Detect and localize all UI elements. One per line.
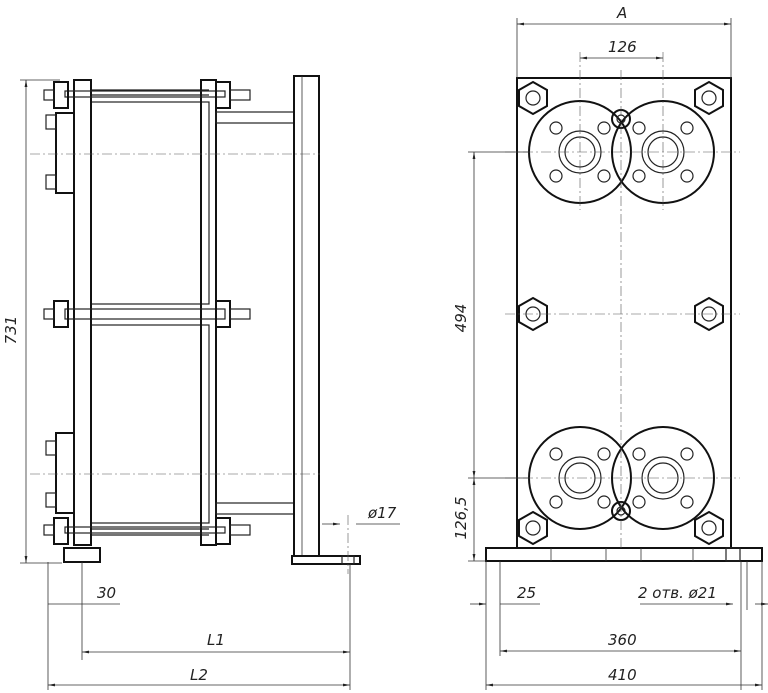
dim-l1: L1 (207, 631, 225, 649)
fixed-frame-plate (73, 79, 92, 546)
support-column (293, 75, 320, 557)
dim-port-height-494: 494 (452, 304, 470, 333)
plate-pack-upper (90, 101, 210, 305)
flange-top-left (55, 112, 75, 194)
dim-height-731: 731 (2, 316, 20, 345)
dim-bottom-port-126-5: 126,5 (452, 497, 470, 540)
flange-bottom-left (55, 432, 75, 514)
dim-mount-holes: 2 отв. ø21 (638, 584, 717, 602)
dim-hole-17: ø17 (367, 504, 397, 522)
dim-edge-25: 25 (517, 584, 536, 602)
dim-width-a: A (616, 4, 627, 22)
front-frame-plate (516, 77, 732, 549)
dim-offset-30: 30 (97, 584, 116, 602)
column-foot (291, 555, 361, 565)
front-view (485, 52, 763, 562)
port-flange-bottom-right (611, 426, 715, 530)
front-foot (63, 547, 101, 563)
side-view-dimensions: 731 30 L1 L2 ø17 (2, 79, 400, 690)
dim-hole-spacing-360: 360 (608, 631, 637, 649)
tie-bolt-top (43, 81, 251, 109)
corner-bolt-top-left (518, 80, 548, 116)
corner-bolt-bottom-left (518, 510, 548, 546)
dim-base-width-410: 410 (608, 666, 637, 684)
side-view (30, 75, 361, 574)
corner-bolt-bottom-right (694, 510, 724, 546)
lower-guide-bar (215, 502, 295, 515)
tie-bolt-bottom (43, 517, 251, 545)
corner-bolt-top-right (694, 80, 724, 116)
upper-guide-bar (215, 111, 295, 124)
dim-l2: L2 (190, 666, 208, 684)
tie-bolt-middle (43, 300, 251, 328)
base-plate (485, 547, 763, 562)
plate-pack-lower (90, 324, 210, 524)
front-view-dimensions: A 126 494 126,5 25 2 отв. ø21 360 410 (452, 4, 768, 690)
dim-port-spacing-126: 126 (608, 38, 637, 56)
